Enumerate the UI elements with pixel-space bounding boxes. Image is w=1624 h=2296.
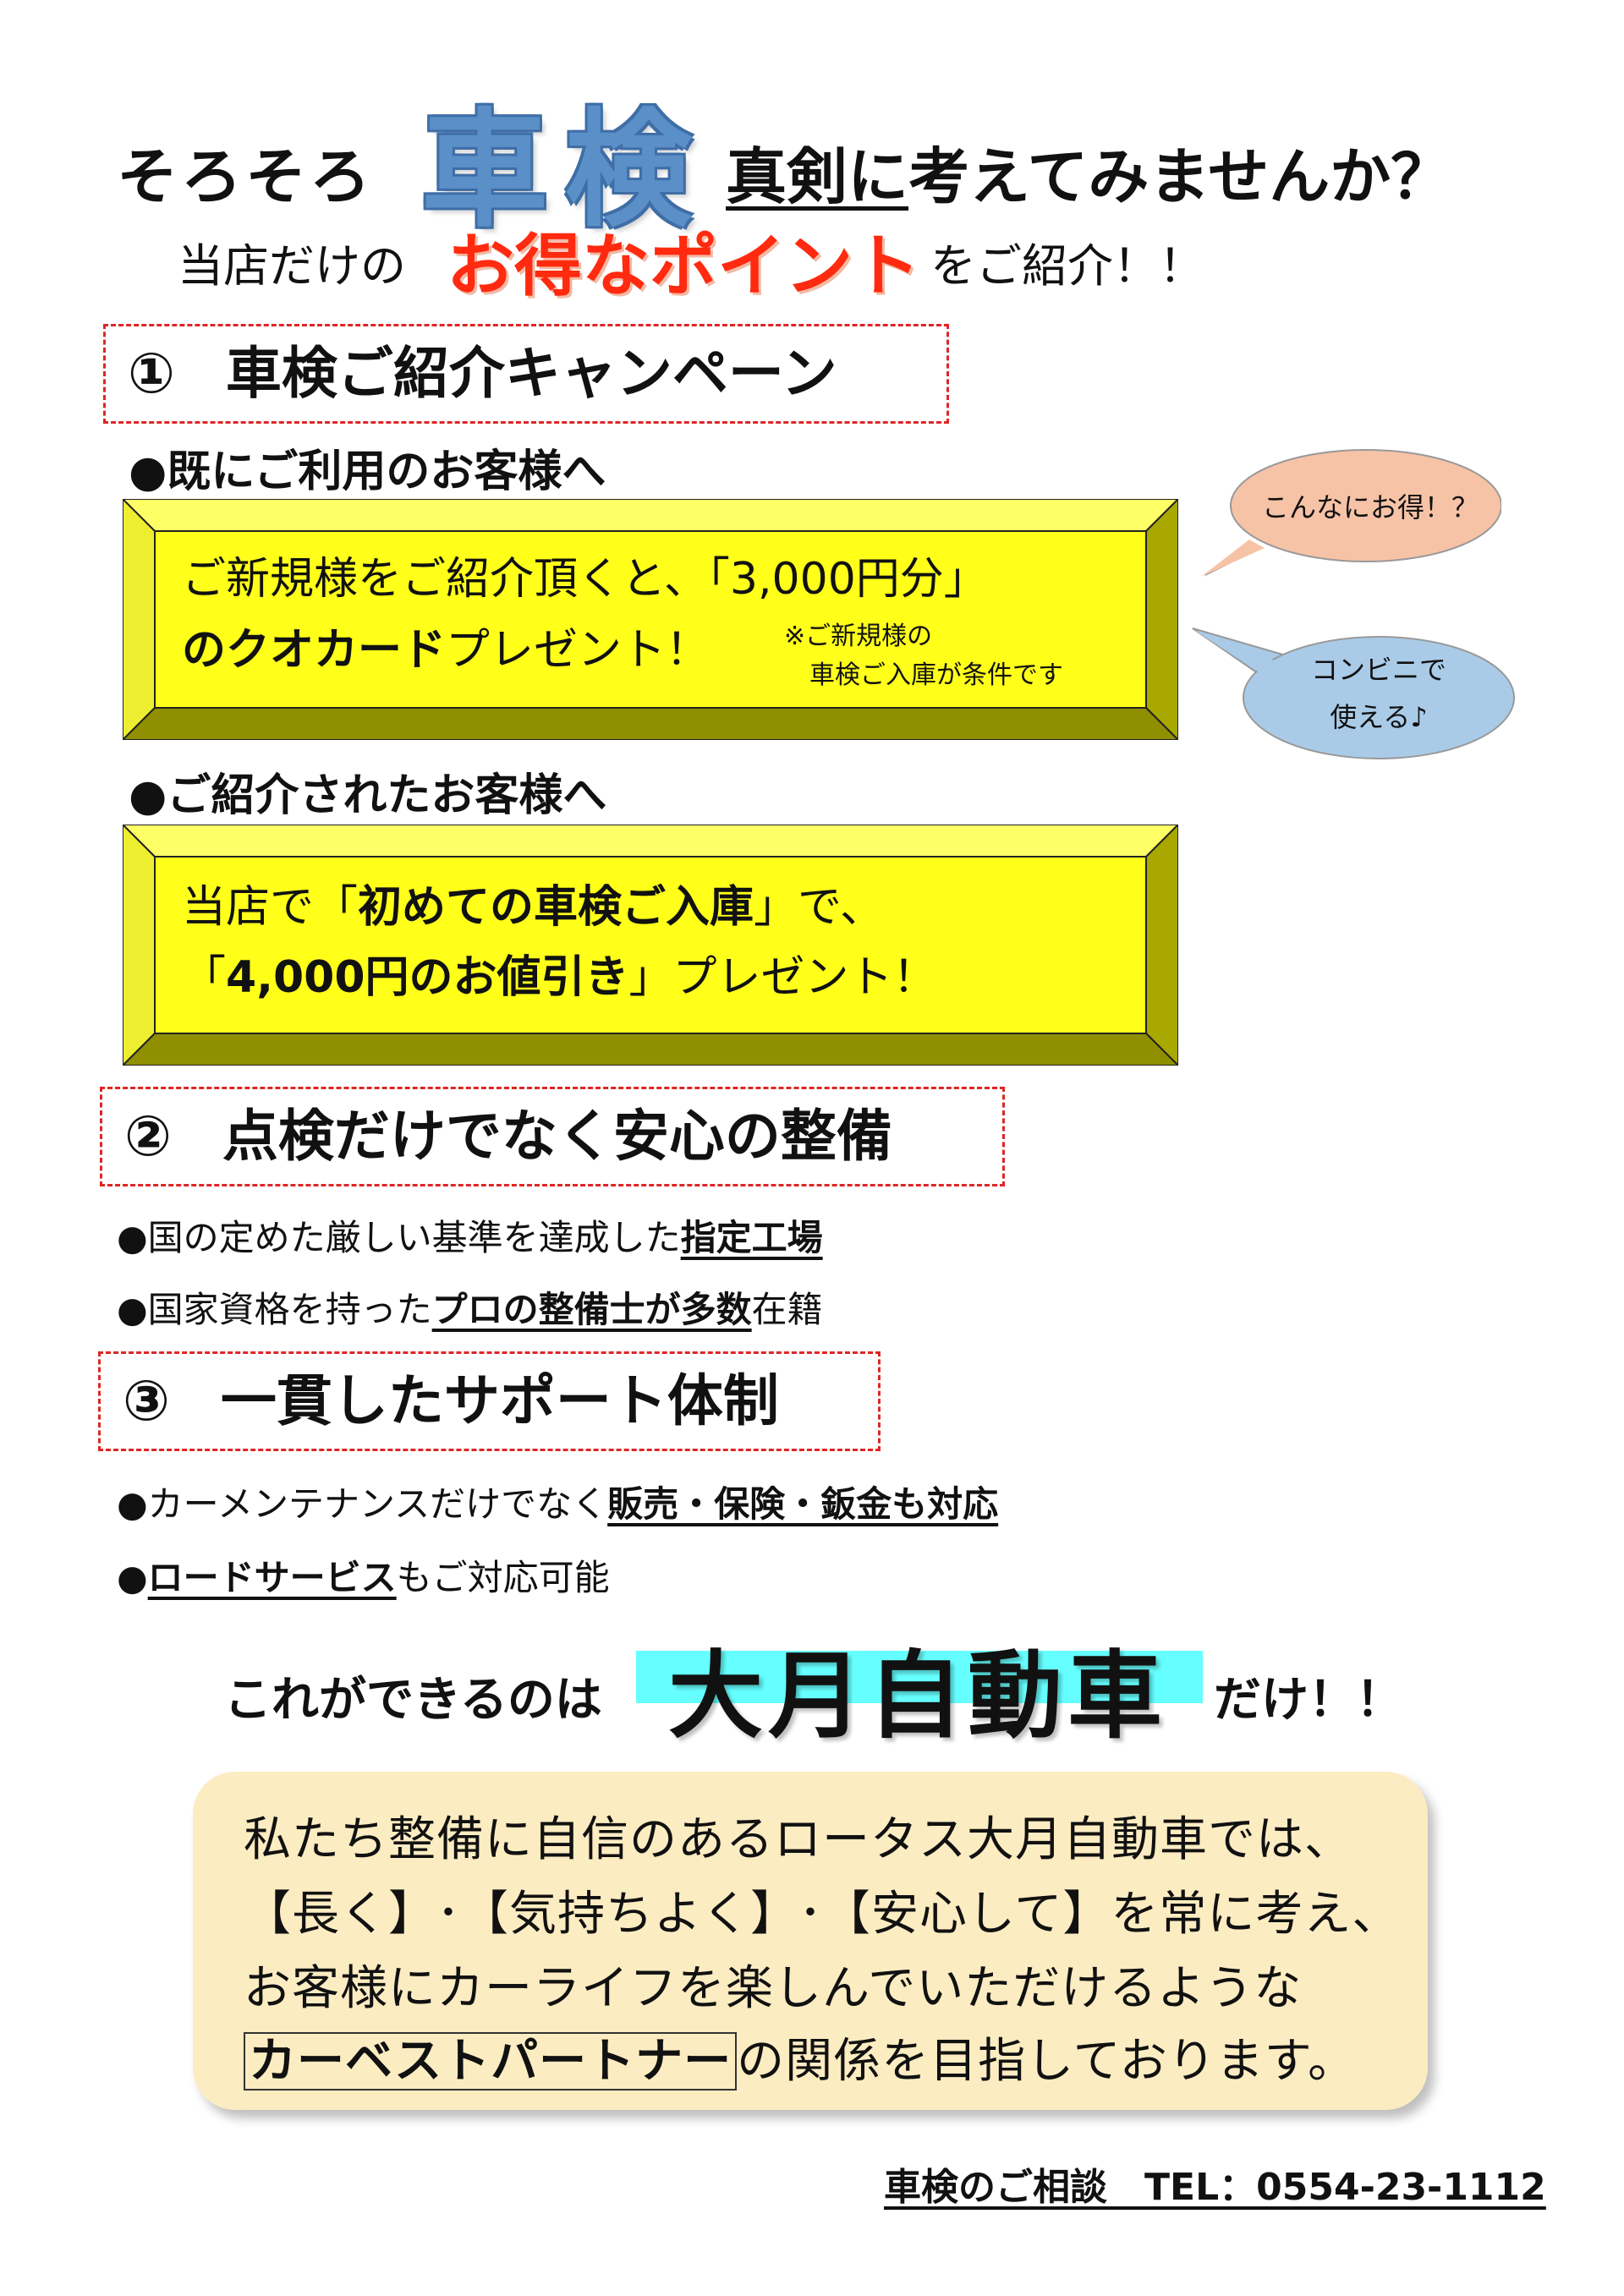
section2-title: 点検だけでなく安心の整備 bbox=[222, 1104, 892, 1169]
section2-item2-rest: 在籍 bbox=[751, 1289, 823, 1330]
subtitle-highlight: お得なポイント bbox=[447, 227, 920, 305]
panel-boxed-term: カーベストパートナー bbox=[244, 2032, 738, 2091]
title-underlined: 真剣に bbox=[726, 141, 909, 212]
bubble1-text: こんなにお得！？ bbox=[1261, 491, 1479, 523]
message-panel bbox=[193, 1772, 1428, 2110]
section2-item1-bold: 指定工場 bbox=[680, 1217, 823, 1258]
name-highlight-bar bbox=[636, 1651, 1203, 1703]
section2-item1: ●国の定めた厳しい基準を達成した指定工場 bbox=[117, 1209, 823, 1261]
only-prefix: これができるのは bbox=[224, 1673, 602, 1728]
box1-note-line1: ※ご新規様の bbox=[784, 622, 933, 651]
section2-number: ② bbox=[124, 1104, 172, 1169]
box1-line1: ご新規様をご紹介頂くと、「3,000円分」 bbox=[182, 543, 988, 616]
section1-group1-label: ●既にご利用のお客様へ bbox=[129, 447, 606, 497]
box2-line2-b: 4,000円のお値引き bbox=[226, 952, 629, 1003]
box2-line1-a: 当店で「 bbox=[182, 882, 359, 933]
panel-line1: 私たち整備に自信のあるロータス大月自動車では、 bbox=[244, 1812, 1352, 1867]
section2-item2: ●国家資格を持ったプロの整備士が多数在籍 bbox=[117, 1281, 823, 1333]
section2-heading: ② 点検だけでなく安心の整備 bbox=[100, 1087, 1005, 1186]
section3-item1-bold: 販売・保険・鈑金も対応 bbox=[607, 1483, 999, 1525]
panel-line3: お客様にカーライフを楽しんでいただけるような bbox=[244, 1961, 1303, 2016]
bubble2-line1: コンビニで bbox=[1310, 654, 1446, 686]
section3-item1-text: ●カーメンテナンスだけでなく bbox=[117, 1483, 608, 1525]
subtitle-suffix: をご紹介！！ bbox=[930, 239, 1204, 293]
panel-line2: 【長く】･【気持ちよく】･【安心して】を常に考え、 bbox=[244, 1887, 1401, 1942]
section1-group2-label: ●ご紹介されたお客様へ bbox=[129, 770, 607, 821]
panel-line4: カーベストパートナーの関係を目指しております。 bbox=[244, 2023, 1356, 2091]
section1-heading: ① 車検ご紹介キャンペーン bbox=[103, 324, 949, 424]
title-suffix: 真剣に考えてみませんか？ bbox=[726, 127, 1451, 216]
contact-tel: 車検のご相談 TEL：0554-23-1112 bbox=[884, 2166, 1546, 2209]
section2-item2-text: ●国家資格を持った bbox=[117, 1289, 432, 1330]
section3-title: 一貫したサポート体制 bbox=[220, 1368, 779, 1433]
section3-item2-bold: ロードサービス bbox=[147, 1557, 397, 1598]
speech-bubble-blue bbox=[1192, 627, 1515, 759]
company-name: 大月自動車 bbox=[668, 1641, 1167, 1751]
section3-item2: ●ロードサービスもご対応可能 bbox=[117, 1549, 610, 1601]
bubble2-text: コンビニで 使える♪ bbox=[1243, 638, 1514, 748]
title-prefix: そろそろ bbox=[117, 141, 375, 212]
section3-item2-text: ● bbox=[117, 1557, 148, 1598]
section1-title: 車検ご紹介キャンペーン bbox=[225, 341, 837, 406]
title-shaken: 車検 bbox=[421, 97, 710, 244]
section2-item1-text: ●国の定めた厳しい基準を達成した bbox=[117, 1217, 681, 1258]
box1-note: ※ご新規様の 車検ご入庫が条件です bbox=[784, 617, 1063, 695]
box2-line1-c: 」で、 bbox=[754, 882, 884, 933]
speech-bubble-orange bbox=[1201, 449, 1501, 577]
bevel-frame-2 bbox=[123, 825, 1178, 1066]
bevel-frame bbox=[123, 499, 1178, 740]
box2-line2-a: 「 bbox=[182, 952, 227, 1003]
bubble2-line2: 使える♪ bbox=[1330, 701, 1428, 733]
box2-line2: 「4,000円のお値引き」プレゼント！ bbox=[182, 941, 937, 1014]
title-rest: 考えてみませんか？ bbox=[908, 141, 1452, 212]
section3-number: ③ bbox=[123, 1368, 170, 1433]
subtitle-prefix: 当店だけの bbox=[178, 239, 406, 293]
box2-line1: 当店で「初めての車検ご入庫」で、 bbox=[182, 871, 884, 944]
box1-line1-text: ご新規様をご紹介頂くと、「3,000円分」 bbox=[182, 554, 988, 605]
campaign-box-existing: ご新規様をご紹介頂くと、「3,000円分」 のクオカードプレゼント！ ※ご新規様… bbox=[123, 499, 1178, 740]
section3-item1: ●カーメンテナンスだけでなく販売・保険・鈑金も対応 bbox=[117, 1476, 998, 1527]
box1-line2-bold: のクオカード bbox=[182, 625, 447, 676]
box2-line2-c: 」プレゼント！ bbox=[628, 952, 937, 1003]
section1-number: ① bbox=[128, 341, 175, 406]
box1-line2: のクオカードプレゼント！ bbox=[182, 614, 710, 687]
section3-heading: ③ 一貫したサポート体制 bbox=[98, 1351, 881, 1451]
campaign-box-referred: 当店で「初めての車検ご入庫」で、 「4,000円のお値引き」プレゼント！ bbox=[123, 825, 1178, 1066]
box1-note-line2: 車検ご入庫が条件です bbox=[809, 660, 1063, 690]
only-suffix: だけ！！ bbox=[1214, 1673, 1403, 1728]
panel-line4-rest: の関係を目指しております。 bbox=[737, 2034, 1357, 2089]
section3-item2-rest: もご対応可能 bbox=[396, 1557, 610, 1598]
box1-line2-rest: プレゼント！ bbox=[446, 625, 710, 676]
box2-line1-b: 初めての車検ご入庫 bbox=[358, 882, 754, 933]
section2-item2-bold: プロの整備士が多数 bbox=[431, 1289, 752, 1330]
